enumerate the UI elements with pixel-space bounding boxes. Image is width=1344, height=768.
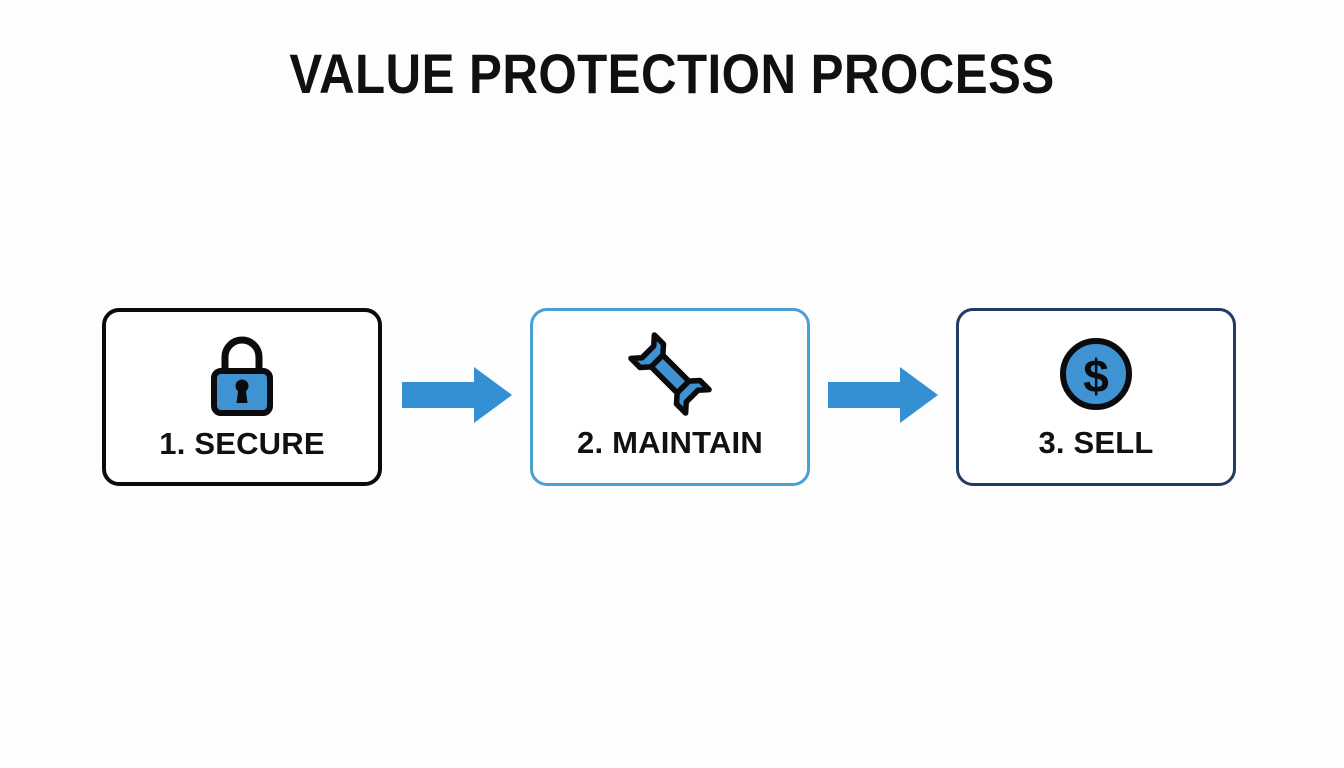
arrow-right-icon-2 <box>828 366 938 424</box>
page-title: VALUE PROTECTION PROCESS <box>289 42 1055 105</box>
dollar-coin-icon: $ <box>1056 329 1136 419</box>
svg-text:$: $ <box>1083 350 1109 402</box>
process-flow: 1. SECURE 2. MAINTAIN <box>0 308 1344 488</box>
wrench-icon <box>624 329 716 419</box>
padlock-icon <box>202 330 282 420</box>
step-label-sell: 3. SELL <box>1038 425 1154 460</box>
step-label-secure: 1. SECURE <box>159 426 325 461</box>
step-card-sell[interactable]: $ 3. SELL <box>956 308 1236 486</box>
step-card-maintain[interactable]: 2. MAINTAIN <box>530 308 810 486</box>
step-label-maintain: 2. MAINTAIN <box>577 425 763 460</box>
arrow-right-icon-1 <box>402 366 512 424</box>
step-card-secure[interactable]: 1. SECURE <box>102 308 382 486</box>
